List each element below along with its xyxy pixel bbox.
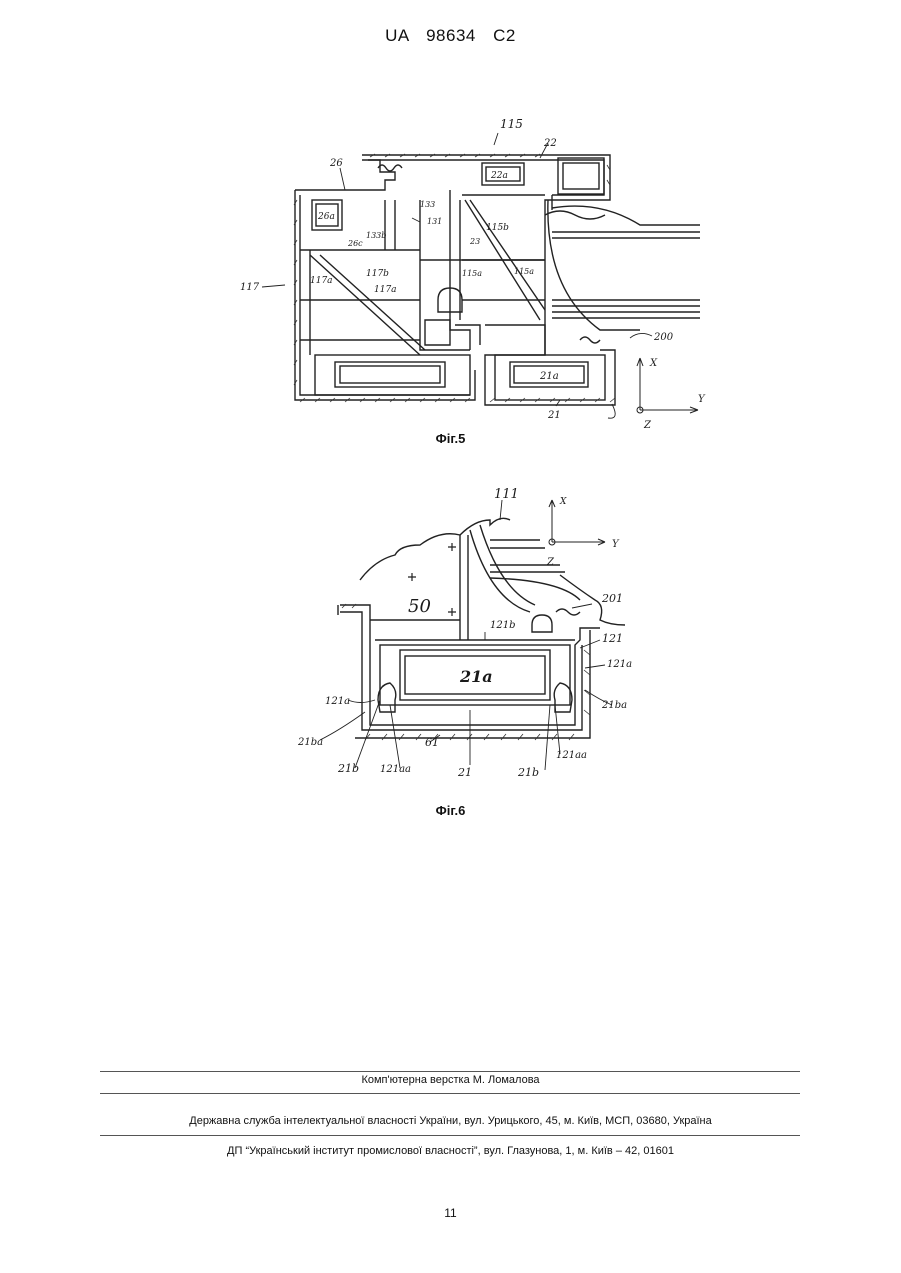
- fig5-axis-y: Y: [698, 394, 706, 405]
- footer-rule-middle: [100, 1093, 800, 1094]
- figure-5-drawing: 115 22 22a 26 26a 133 131 115b 26c 133b …: [230, 105, 710, 435]
- fig6-label-21b-right: 21b: [517, 766, 539, 779]
- fig6-label-111: 111: [494, 487, 519, 502]
- fig5-label-115a-2: 115a: [514, 267, 534, 276]
- figure-5-caption: Фіг.5: [0, 431, 901, 446]
- fig5-label-22: 22: [543, 138, 557, 149]
- fig6-label-21ba-right: 21ba: [601, 700, 627, 711]
- footer-institute-address: ДП “Український інститут промислової вла…: [0, 1145, 901, 1157]
- fig5-label-21a: 21a: [539, 371, 559, 382]
- fig6-label-61: 61: [425, 736, 439, 749]
- fig6-label-50: 50: [408, 596, 431, 617]
- fig6-label-121a-right: 121a: [607, 659, 632, 670]
- fig5-label-21: 21: [547, 410, 561, 421]
- fig5-label-115a: 115a: [462, 269, 482, 278]
- kind-code: C2: [493, 26, 516, 45]
- fig6-label-121b: 121b: [490, 620, 516, 631]
- fig5-label-23: 23: [469, 237, 480, 246]
- fig5-axis-z: Z: [643, 420, 652, 431]
- fig5-label-117a-2: 117a: [374, 285, 397, 295]
- fig6-label-21: 21: [457, 766, 472, 779]
- fig6-label-121: 121: [602, 632, 623, 645]
- country-code: UA: [385, 26, 409, 45]
- fig6-axis-x: X: [559, 497, 567, 507]
- fig5-label-200: 200: [653, 332, 674, 343]
- fig5-axis-x: X: [649, 358, 658, 369]
- fig6-label-21b-left: 21b: [337, 762, 359, 775]
- fig5-label-26: 26: [329, 158, 343, 169]
- fig5-label-26c: 26c: [347, 239, 363, 248]
- fig6-label-121aa-right: 121aa: [556, 750, 587, 761]
- fig5-label-117b: 117b: [366, 269, 389, 279]
- fig5-label-133: 133: [420, 200, 435, 209]
- fig6-axis-z: Z: [546, 557, 555, 568]
- fig6-label-201: 201: [601, 592, 623, 605]
- fig5-label-26a: 26a: [317, 212, 335, 222]
- fig5-label-115: 115: [500, 117, 523, 131]
- footer-office-address: Державна служба інтелектуальної власност…: [0, 1115, 901, 1127]
- fig5-label-117: 117: [240, 282, 260, 293]
- figure-6-drawing: 111 X Y Z 201 50 121b 121 121a 21a 121a …: [290, 480, 650, 780]
- footer-rule-top: [100, 1071, 800, 1072]
- page-number: 11: [0, 1206, 901, 1220]
- fig5-label-131: 131: [427, 217, 442, 226]
- fig5-label-22a: 22a: [490, 171, 508, 181]
- fig6-label-121a-left: 121a: [325, 696, 350, 707]
- fig6-label-121aa-left: 121aa: [380, 764, 411, 775]
- fig6-label-21a: 21a: [459, 667, 493, 686]
- footer-rule-bottom: [100, 1135, 800, 1136]
- patent-header: UA 98634 C2: [0, 26, 901, 46]
- patent-number: 98634: [426, 26, 476, 45]
- footer-layout-credit: Комп'ютерна верстка М. Ломалова: [0, 1074, 901, 1086]
- fig6-axis-y: Y: [612, 539, 620, 550]
- figure-6-caption: Фіг.6: [0, 803, 901, 818]
- fig5-label-115b: 115b: [486, 223, 509, 233]
- fig6-label-21ba-left: 21ba: [297, 737, 323, 748]
- fig5-label-133b: 133b: [366, 231, 386, 240]
- fig5-label-117a: 117a: [310, 276, 333, 286]
